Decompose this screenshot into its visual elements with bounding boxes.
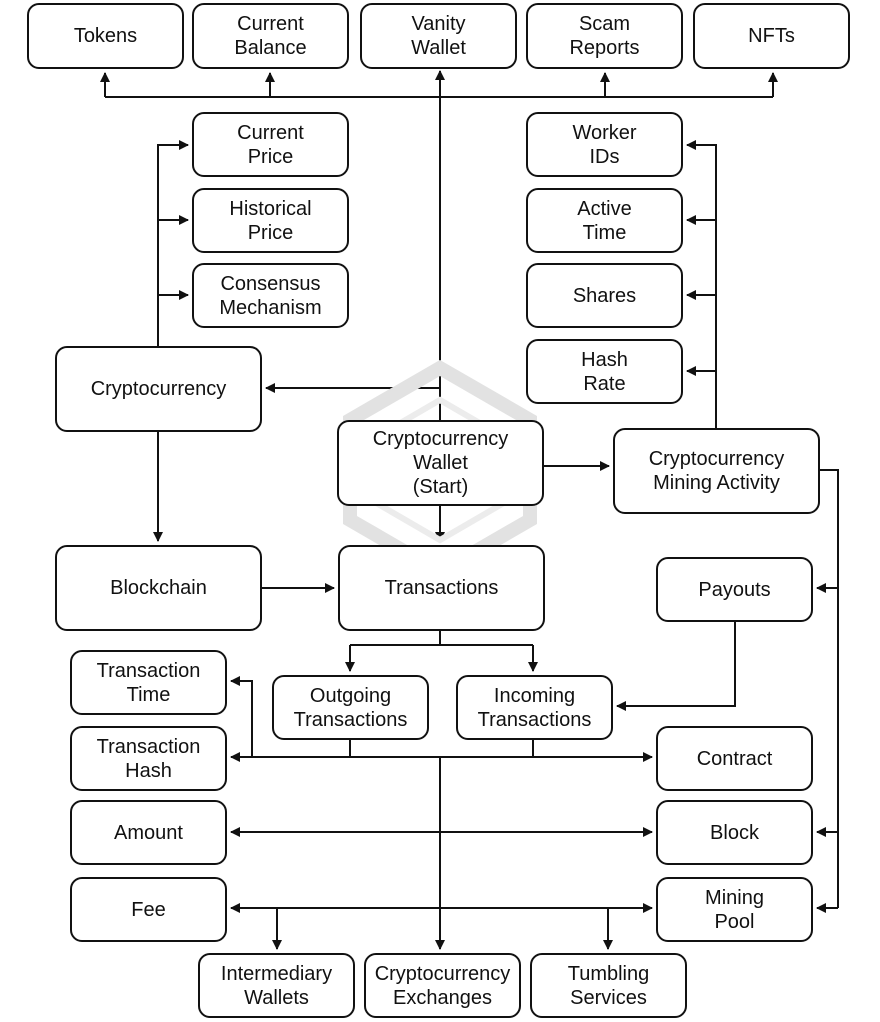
blockchain-node[interactable]: Blockchain bbox=[55, 545, 262, 631]
amount-node[interactable]: Amount bbox=[70, 800, 227, 865]
current-price-node[interactable]: Current Price bbox=[192, 112, 349, 177]
tumbling-services-node[interactable]: Tumbling Services bbox=[530, 953, 687, 1018]
wallet-start-node[interactable]: Cryptocurrency Wallet (Start) bbox=[337, 420, 544, 506]
hash-rate-node[interactable]: Hash Rate bbox=[526, 339, 683, 404]
consensus-mechanism-node[interactable]: Consensus Mechanism bbox=[192, 263, 349, 328]
edge-mining-right-bus bbox=[820, 469, 839, 908]
mining-pool-node[interactable]: Mining Pool bbox=[656, 877, 813, 942]
vanity-wallet-node[interactable]: Vanity Wallet bbox=[360, 3, 517, 69]
crypto-exchanges-node[interactable]: Cryptocurrency Exchanges bbox=[364, 953, 521, 1018]
cryptocurrency-node[interactable]: Cryptocurrency bbox=[55, 346, 262, 432]
edge-mining-worker-ids bbox=[686, 140, 717, 428]
nfts-node[interactable]: NFTs bbox=[693, 3, 850, 69]
incoming-transactions-node[interactable]: Incoming Transactions bbox=[456, 675, 613, 740]
mining-activity-node[interactable]: Cryptocurrency Mining Activity bbox=[613, 428, 820, 514]
transaction-time-node[interactable]: Transaction Time bbox=[70, 650, 227, 715]
fee-node[interactable]: Fee bbox=[70, 877, 227, 942]
block-node[interactable]: Block bbox=[656, 800, 813, 865]
scam-reports-node[interactable]: Scam Reports bbox=[526, 3, 683, 69]
contract-node[interactable]: Contract bbox=[656, 726, 813, 791]
transaction-hash-node[interactable]: Transaction Hash bbox=[70, 726, 227, 791]
active-time-node[interactable]: Active Time bbox=[526, 188, 683, 253]
transactions-node[interactable]: Transactions bbox=[338, 545, 545, 631]
tokens-node[interactable]: Tokens bbox=[27, 3, 184, 69]
shares-node[interactable]: Shares bbox=[526, 263, 683, 328]
intermediary-wallets-node[interactable]: Intermediary Wallets bbox=[198, 953, 355, 1018]
worker-ids-node[interactable]: Worker IDs bbox=[526, 112, 683, 177]
edge-to-transaction-time bbox=[230, 676, 253, 757]
edge-crypto-current-price bbox=[157, 140, 189, 346]
outgoing-transactions-node[interactable]: Outgoing Transactions bbox=[272, 675, 429, 740]
current-balance-node[interactable]: Current Balance bbox=[192, 3, 349, 69]
historical-price-node[interactable]: Historical Price bbox=[192, 188, 349, 253]
payouts-node[interactable]: Payouts bbox=[656, 557, 813, 622]
edge-payouts-incoming bbox=[616, 622, 736, 711]
